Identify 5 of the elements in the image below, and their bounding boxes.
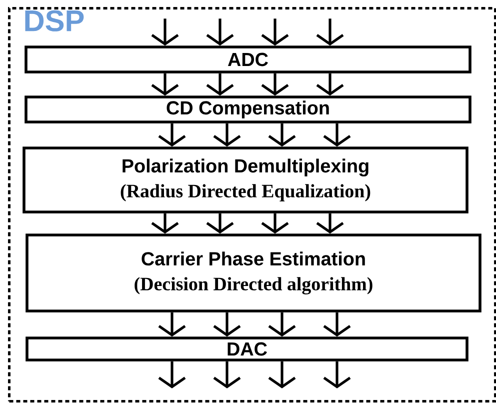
- process-box: Carrier Phase Estimation (Decision Directed algorithm): [26, 234, 482, 312]
- process-box: Polarization Demultiplexing (Radius Directed Equalization): [22, 146, 468, 214]
- process-box: DAC: [26, 336, 468, 362]
- process-box: CD Compensation: [24, 96, 472, 124]
- process-box: ADC: [24, 46, 472, 74]
